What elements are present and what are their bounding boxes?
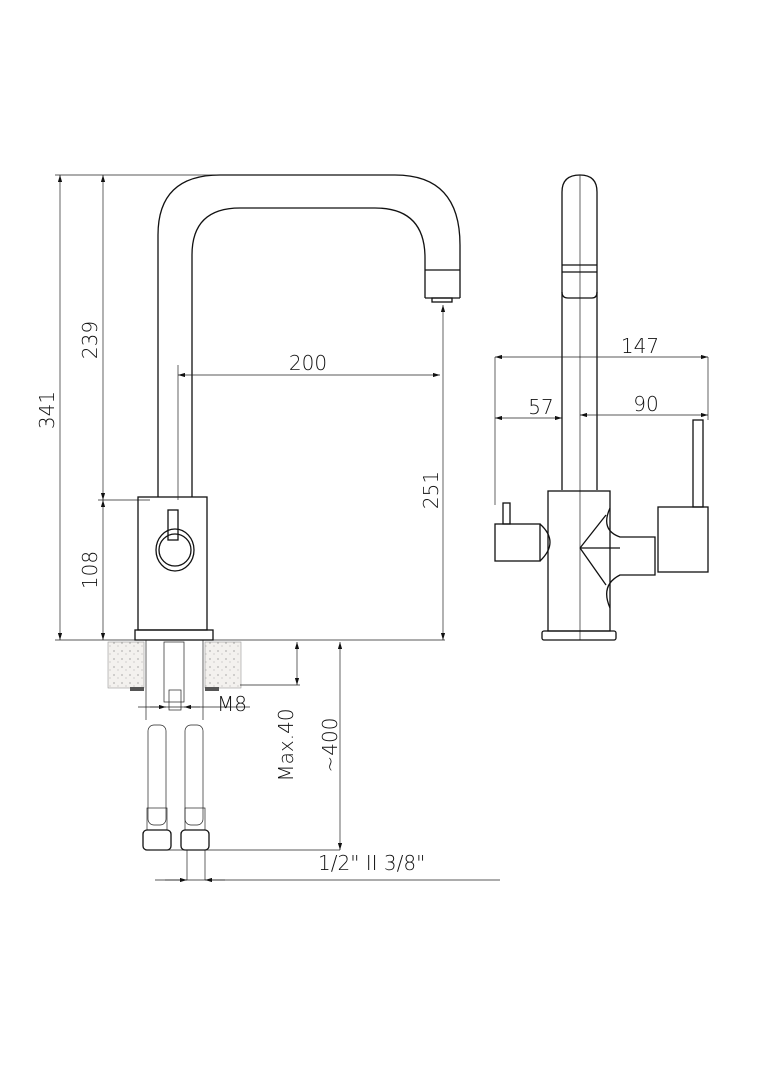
side-view: 147 57 90 — [494, 174, 709, 641]
dim-57: 57 — [528, 395, 553, 419]
dim-239: 239 — [78, 321, 102, 359]
dim-251: 251 — [419, 471, 443, 509]
dim-max-40: Max.40 — [274, 708, 298, 781]
handle-knob — [158, 533, 192, 567]
dim-90: 90 — [633, 392, 658, 416]
dim-connections: 1/2" II 3/8" — [318, 851, 425, 875]
dim-200: 200 — [289, 351, 327, 375]
front-view: 341 239 108 200 251 Max.40 ~400 M8 1/2" … — [35, 174, 500, 883]
dim-400: ~400 — [318, 718, 342, 773]
dim-341: 341 — [35, 391, 59, 429]
dim-147: 147 — [621, 334, 659, 358]
faucet-body — [137, 496, 208, 631]
side-lever — [692, 419, 704, 508]
side-spout — [561, 174, 598, 490]
hoses — [142, 724, 210, 880]
spout — [157, 174, 461, 497]
side-body — [547, 490, 611, 632]
dim-108: 108 — [78, 551, 102, 589]
handle-lever — [167, 509, 179, 541]
dim-m8: M8 — [217, 692, 247, 716]
